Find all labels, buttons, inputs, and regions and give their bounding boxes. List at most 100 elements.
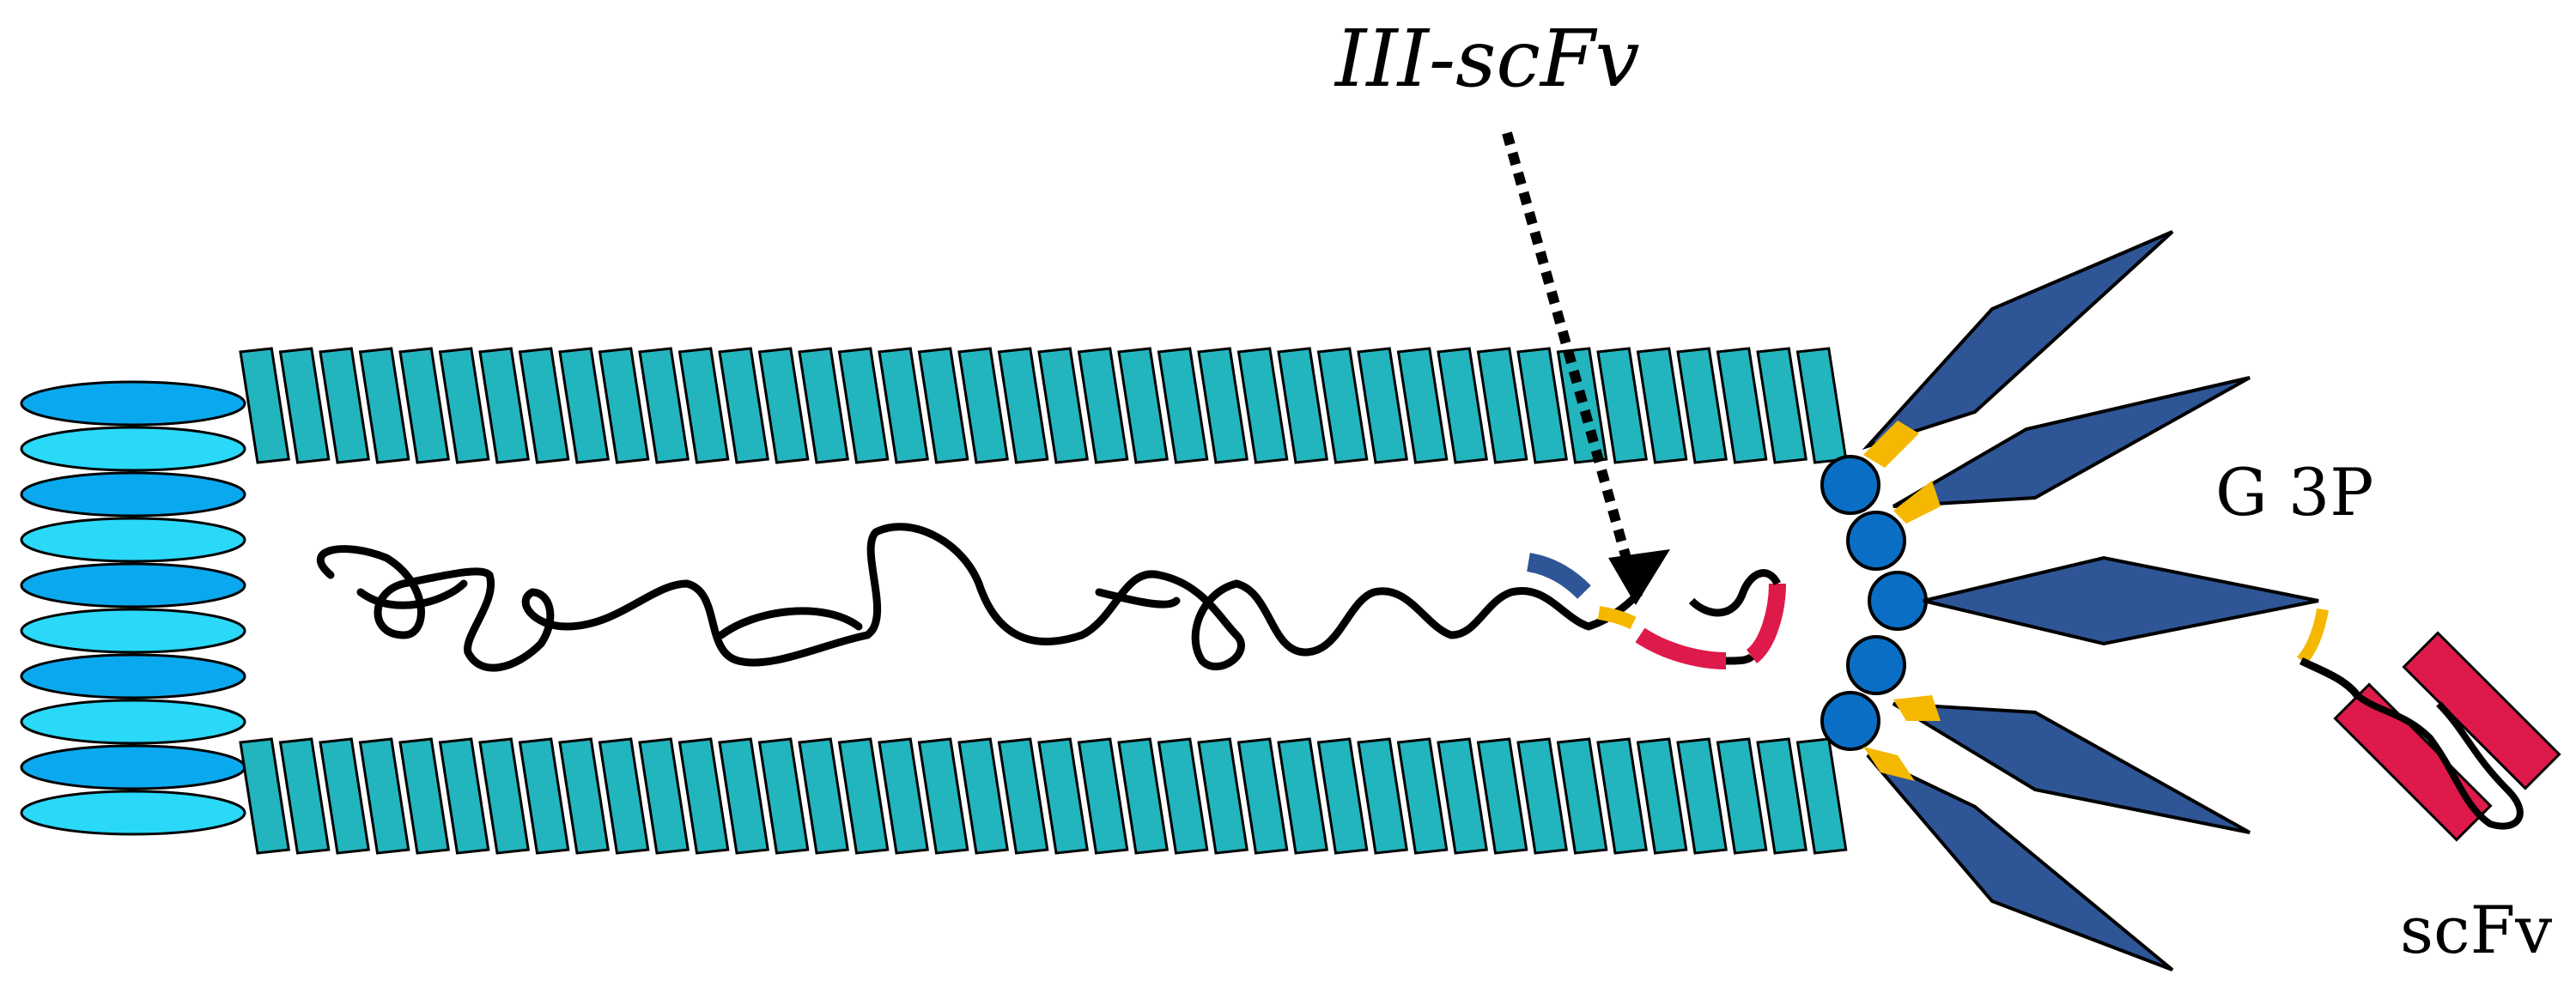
coat-segment [478,737,530,855]
ssdna-coil-loop [356,579,1181,639]
coat-segment [837,347,890,464]
coat-segment [1117,737,1169,855]
scfv-domain-1 [2333,682,2493,842]
coat-segment [878,347,929,464]
coat-segment [1596,347,1648,464]
coat-segment [358,737,410,855]
coat-segment [558,347,610,464]
g3p-label: G 3P [2215,454,2373,530]
end-cap-disc [20,608,246,654]
g3p-nodes [1820,455,1928,751]
coat-segment [478,347,530,464]
coat-segment [757,347,810,464]
coat-segment [997,347,1049,464]
coat-segment [239,737,290,855]
coat-segment [677,347,730,464]
coat-segment [319,347,370,464]
construct-red-segment-1 [1635,627,1727,669]
g3p-spikes [1862,230,2319,972]
coat-segment [558,737,610,855]
coat-segment [1396,737,1449,855]
scfv-domain-2 [2402,631,2561,790]
coat-segment [1236,737,1289,855]
coat-segment [798,737,849,855]
coat-segment [1277,737,1328,855]
coat-segment [837,737,890,855]
coat-segment [1157,347,1209,464]
coat-segment [1556,737,1608,855]
end-cap-disc [20,562,246,609]
coat-segment [997,737,1049,855]
coat-segment [1795,737,1848,855]
end-cap-disc [20,699,246,745]
coat-segment [398,347,450,464]
coat-segment [1316,737,1369,855]
scfv-label: scFv [2400,892,2552,968]
coat-segment [1596,737,1648,855]
construct-fusion [1526,553,1786,669]
coat-segment [1037,347,1089,464]
end-cap-disc [20,380,246,427]
end-cap-disc [20,517,246,563]
coat-segment [718,737,769,855]
coat-segment [638,347,690,464]
coat-segment [1476,737,1528,855]
coat-segment [1676,347,1728,464]
coat-segment [917,347,969,464]
coat-segment [239,347,290,464]
coat-segment [1756,347,1807,464]
coat-segment [1437,347,1488,464]
coat-segment [518,737,570,855]
coat-segment [917,737,969,855]
end-cap-disc [20,744,246,790]
coat-segment [398,737,450,855]
coat-segment [1716,737,1768,855]
end-cap-disc [20,653,246,699]
coat-segment [438,347,490,464]
end-cap-disc [20,471,246,518]
coat-segment [957,347,1009,464]
coat-segment [278,737,331,855]
coat-segment [598,347,650,464]
coat-tube-bottom [239,737,1848,855]
coat-tube-top [239,347,1848,464]
construct-pointer-arrow [1502,131,1641,594]
coat-segment [677,737,730,855]
coat-segment [1197,737,1249,855]
coat-segment [1197,347,1249,464]
construct-label: III-scFv [1334,13,1640,105]
coat-segment [798,347,849,464]
coat-segment [1157,737,1209,855]
coat-segment [1516,347,1568,464]
coat-segment [598,737,650,855]
coat-segment [319,737,370,855]
construct-red-segment-2 [1746,583,1786,663]
coat-segment [1756,737,1807,855]
coat-segment [1476,347,1528,464]
coat-segment [1516,737,1568,855]
coat-segment [1357,347,1408,464]
coat-segment [1636,737,1688,855]
end-cap-discs [20,380,246,836]
ssdna-coil [316,523,1593,672]
coat-segment [1077,347,1129,464]
coat-segment [638,737,690,855]
end-cap-disc [20,790,246,836]
coat-segment [878,737,929,855]
coat-segment [1396,347,1449,464]
free-scfv [2296,608,2561,842]
construct-navy-segment [1526,553,1591,599]
coat-segment [518,347,570,464]
end-cap-disc [20,426,246,472]
coat-segment [1676,737,1728,855]
coat-segment [718,347,769,464]
coat-segment [1037,737,1089,855]
coat-segment [438,737,490,855]
coat-segment [1716,347,1768,464]
coat-segment [1636,347,1688,464]
coat-segment [757,737,810,855]
coat-segment [1236,347,1289,464]
coat-segment [1117,347,1169,464]
coat-segment [1316,347,1369,464]
